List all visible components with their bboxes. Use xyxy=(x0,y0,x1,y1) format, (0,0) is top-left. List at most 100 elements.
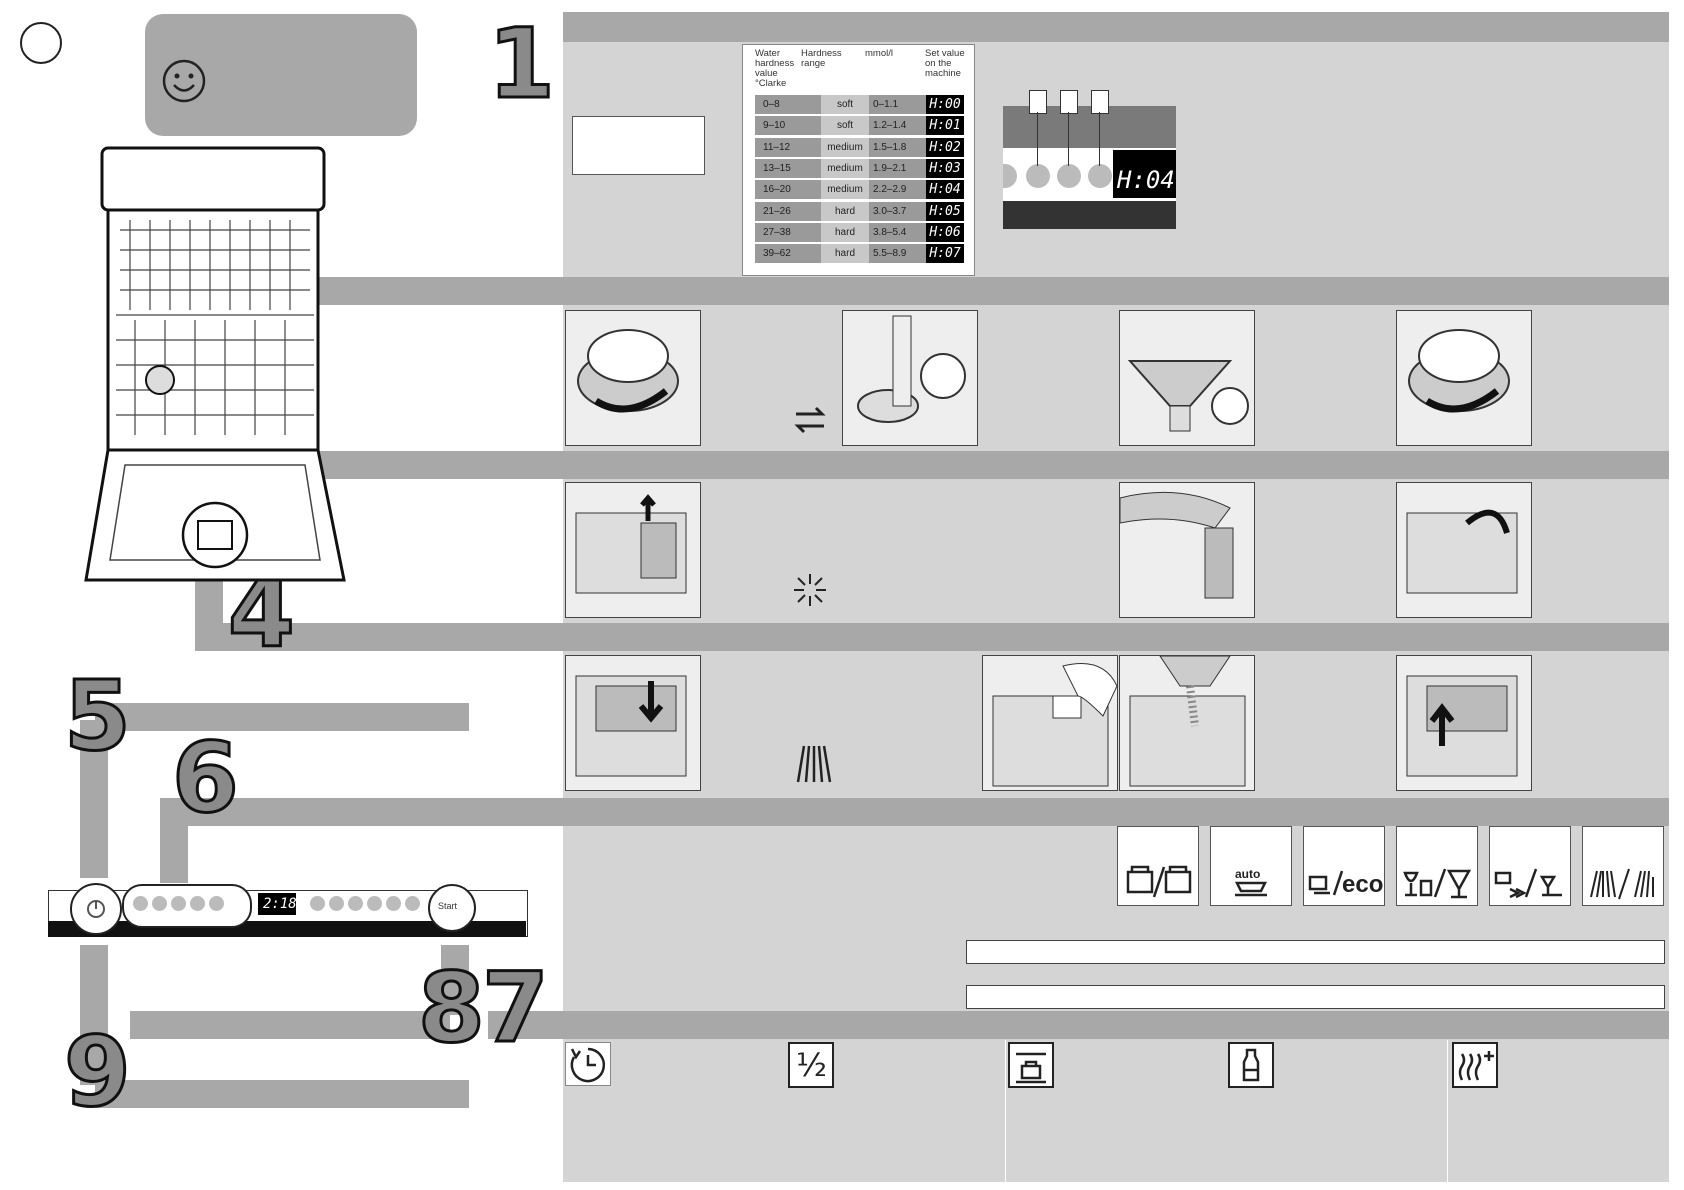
half-load-icon[interactable]: ½ xyxy=(788,1042,834,1088)
option-button[interactable] xyxy=(386,896,401,911)
extra-dry-icon[interactable] xyxy=(1452,1042,1498,1088)
callout-box-2 xyxy=(1060,90,1078,114)
panel-display-value: H:04 xyxy=(1117,166,1175,194)
auto-programme-icon[interactable]: auto xyxy=(1210,826,1292,906)
option-button[interactable] xyxy=(348,896,363,911)
row-set-value: H:00 xyxy=(926,95,964,114)
section-bar-1 xyxy=(563,12,1669,42)
section-bar-4 xyxy=(195,623,1669,651)
smiley-icon xyxy=(162,59,206,103)
programme-button[interactable] xyxy=(190,896,205,911)
water-fill-drawing xyxy=(857,315,966,423)
time-display-value: 2:18 xyxy=(263,896,297,912)
row-set-value: H:04 xyxy=(926,180,964,200)
step-number-8: 8 xyxy=(417,952,487,1064)
callout-box-3 xyxy=(1091,90,1109,114)
step-number-9: 9 xyxy=(63,1016,133,1128)
option-button[interactable] xyxy=(367,896,382,911)
rinse-aid-open-photo xyxy=(565,482,701,618)
row-set-value: H:07 xyxy=(926,244,964,264)
rinse-open-drawing xyxy=(575,494,687,594)
row-set-value: H:02 xyxy=(926,137,964,157)
detergent-powder-photo xyxy=(1119,655,1255,791)
row-clarke: 16–20 xyxy=(763,184,791,196)
option-button[interactable] xyxy=(329,896,344,911)
row-range: soft xyxy=(821,116,869,136)
row-mmol: 1.9–2.1 xyxy=(873,162,907,174)
funnel-drawing xyxy=(1127,360,1249,432)
step-number-7: 7 xyxy=(481,952,551,1064)
quick-programme-icon[interactable] xyxy=(1489,826,1571,906)
salt-cap-open-drawing xyxy=(577,329,679,413)
step-number-1: 1 xyxy=(487,8,557,120)
row-mmol: 5.5–8.9 xyxy=(873,248,907,260)
programme-button[interactable] xyxy=(209,896,224,911)
eco-programme-icon[interactable]: eco xyxy=(1303,826,1385,906)
panel-bottom-strip xyxy=(1003,201,1176,229)
intensive-zone-icon[interactable] xyxy=(1008,1042,1054,1088)
panel-display: H:04 xyxy=(1113,150,1176,198)
dishwasher-illustration xyxy=(84,146,346,582)
detergent-indicator-icon xyxy=(796,745,832,783)
eco-label: eco xyxy=(1342,871,1384,898)
step-number-6: 6 xyxy=(171,722,241,834)
row-range: hard xyxy=(821,244,869,264)
water-hardness-table: Water hardness value °Clarke Hardness ra… xyxy=(742,44,975,276)
callout-line-3 xyxy=(1099,112,1100,166)
row-range: hard xyxy=(821,201,869,221)
programme-button[interactable] xyxy=(171,896,186,911)
programme-button[interactable] xyxy=(152,896,167,911)
half-load-label: ½ xyxy=(796,1046,828,1084)
panel-button-1[interactable] xyxy=(1003,164,1017,188)
row-mmol: 0–1.1 xyxy=(873,99,899,110)
prerinse-programme-icon[interactable] xyxy=(1582,826,1664,906)
detergent-tab-drawing xyxy=(992,663,1117,787)
detergent-tab-photo xyxy=(982,655,1118,791)
panel-button-2[interactable] xyxy=(1026,164,1050,188)
start-button[interactable]: Start xyxy=(428,884,476,932)
option-button[interactable] xyxy=(405,896,420,911)
section-bar-9-vertical xyxy=(80,945,108,1085)
step-number-5: 5 xyxy=(63,660,133,772)
power-icon xyxy=(87,900,105,918)
section-bar-2 xyxy=(290,277,1669,305)
rinse-aid-indicator-icon xyxy=(794,574,826,606)
row-mmol: 2.2–2.9 xyxy=(873,184,907,196)
section-bar-7 xyxy=(488,1011,1669,1039)
intensive-programme-icon[interactable] xyxy=(1117,826,1199,906)
row-range: soft xyxy=(821,95,869,114)
detergent-close-drawing xyxy=(1406,675,1518,777)
power-button[interactable] xyxy=(70,883,122,935)
glass-programme-icon[interactable] xyxy=(1396,826,1478,906)
detergent-open-drawing xyxy=(575,675,687,777)
row-mmol: 1.5–1.8 xyxy=(873,141,907,153)
salt-funnel-photo xyxy=(1119,310,1255,446)
panel-button-4[interactable] xyxy=(1088,164,1112,188)
salt-water-fill-photo xyxy=(842,310,978,446)
panel-button-3[interactable] xyxy=(1057,164,1081,188)
row-clarke: 0–8 xyxy=(763,99,780,110)
callout-box-1 xyxy=(1029,90,1047,114)
option-button[interactable] xyxy=(310,896,325,911)
programme-button[interactable] xyxy=(133,896,148,911)
section-bar-9 xyxy=(95,1080,469,1108)
timer-icon[interactable] xyxy=(565,1042,611,1086)
callout-line-2 xyxy=(1068,112,1069,166)
option-divider-1 xyxy=(1005,1040,1006,1182)
detergent-close-photo xyxy=(1396,655,1532,791)
programme-field-1 xyxy=(966,940,1665,964)
section-bar-6-vertical xyxy=(160,798,188,883)
hygiene-icon[interactable] xyxy=(1228,1042,1274,1088)
row-set-value: H:06 xyxy=(926,222,964,242)
row-mmol: 3.0–3.7 xyxy=(873,205,907,217)
start-button-label: Start xyxy=(438,901,458,911)
programme-field-2 xyxy=(966,985,1665,1009)
table-header-clarke: Water hardness value °Clarke xyxy=(755,48,795,89)
detergent-powder-drawing xyxy=(1129,656,1246,787)
auto-label: auto xyxy=(1235,867,1261,881)
rinse-fill-drawing xyxy=(1120,491,1234,599)
